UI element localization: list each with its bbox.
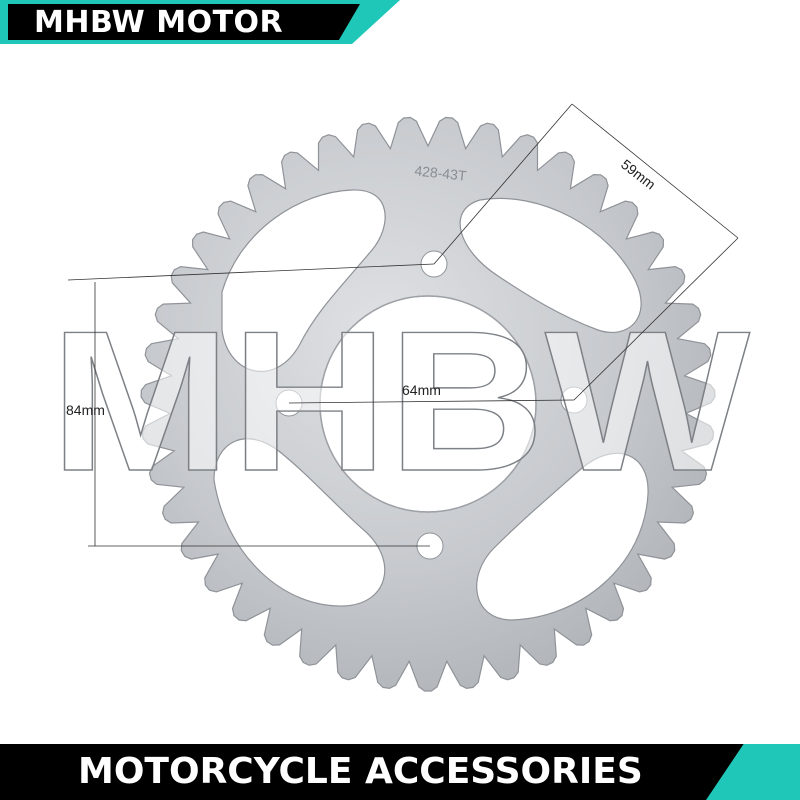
- dimension-label-64mm: 64mm: [402, 382, 441, 398]
- category-title: MOTORCYCLE ACCESSORIES: [78, 751, 643, 792]
- dimension-label-84mm: 84mm: [66, 402, 105, 418]
- bottom-banner: MOTORCYCLE ACCESSORIES: [0, 744, 800, 800]
- bottom-accent: [706, 744, 800, 800]
- part-stamp: 428-43T: [414, 162, 468, 183]
- brand-title: MHBW MOTOR: [34, 5, 284, 40]
- bore-rim: [319, 295, 537, 513]
- dimension-lines: [67, 103, 739, 547]
- top-banner: MHBW MOTOR: [0, 0, 400, 44]
- top-banner-bar: [8, 4, 360, 40]
- product-photo: MHBW 428-43T: [49, 103, 751, 692]
